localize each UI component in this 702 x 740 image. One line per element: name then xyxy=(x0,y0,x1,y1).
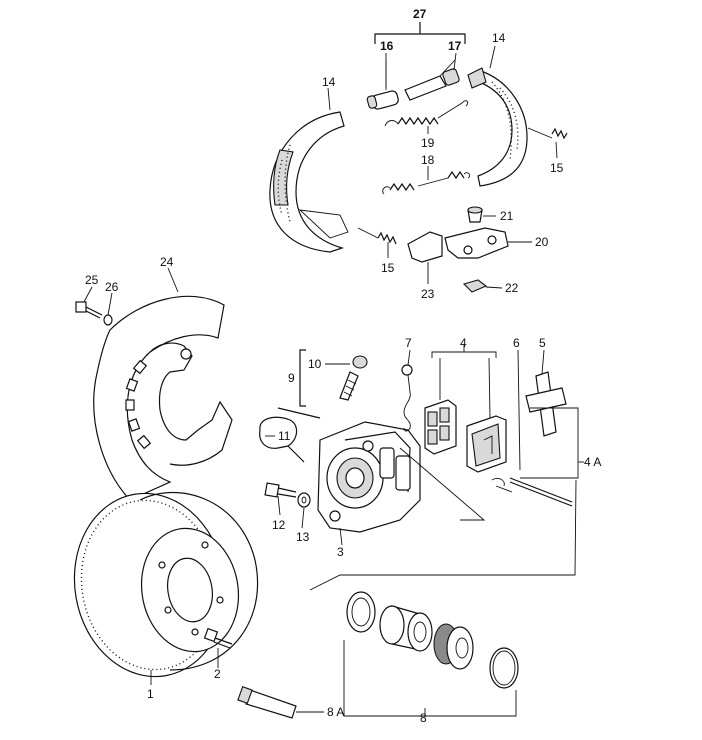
label-7: 7 xyxy=(405,336,412,350)
part-bleeder-screw xyxy=(339,371,359,401)
label-15-left: 15 xyxy=(381,261,395,275)
leader-lines xyxy=(83,45,584,717)
label-26: 26 xyxy=(105,280,119,294)
part-8-retaining-ring xyxy=(489,647,519,689)
label-4a: 4 A xyxy=(584,455,601,469)
part-8a-paste-tube xyxy=(237,686,297,719)
label-15-right: 15 xyxy=(550,161,564,175)
part-5-anti-squeal xyxy=(525,371,567,437)
label-17: 17 xyxy=(448,39,462,53)
label-20: 20 xyxy=(535,235,549,249)
part-21-cap xyxy=(467,206,483,223)
label-14-left: 14 xyxy=(322,75,336,89)
part-12-bolt xyxy=(264,482,297,498)
part-24-dust-shield xyxy=(93,295,233,501)
label-22: 22 xyxy=(505,281,519,295)
part-8-piston xyxy=(379,605,433,652)
part-11-spring-clip xyxy=(259,407,321,463)
label-16: 16 xyxy=(380,39,394,53)
part-16-adjuster xyxy=(366,90,399,110)
label-18: 18 xyxy=(421,153,435,167)
label-24: 24 xyxy=(160,255,174,269)
part-17-adjuster-screw xyxy=(404,68,460,101)
part-15-spring-left xyxy=(357,227,397,245)
label-6: 6 xyxy=(513,336,520,350)
label-9: 9 xyxy=(288,371,295,385)
part-labels: 27 16 17 14 14 19 18 15 21 20 15 24 22 2… xyxy=(85,7,601,725)
label-3: 3 xyxy=(337,545,344,559)
label-27: 27 xyxy=(413,7,427,21)
label-5: 5 xyxy=(539,336,546,350)
part-20-lever xyxy=(444,227,509,259)
label-25: 25 xyxy=(85,273,99,287)
part-8-dust-boot xyxy=(433,623,474,670)
part-7-wear-sensor xyxy=(401,364,413,432)
part-9-bleeder-bracket xyxy=(299,349,306,407)
part-6-retaining-pin xyxy=(491,477,573,507)
part-8-seal-ring xyxy=(346,591,376,633)
label-14-right: 14 xyxy=(492,31,506,45)
part-25-bolt xyxy=(75,301,103,319)
label-19: 19 xyxy=(421,136,435,150)
label-13: 13 xyxy=(296,530,310,544)
label-12: 12 xyxy=(272,518,286,532)
label-11: 11 xyxy=(278,429,291,443)
part-2-screw xyxy=(203,627,233,649)
part-10-bleeder-cap xyxy=(352,355,368,369)
label-4: 4 xyxy=(460,336,467,350)
part-18-spring xyxy=(382,170,471,195)
label-2: 2 xyxy=(214,667,221,681)
brake-shoe-left xyxy=(269,111,349,253)
part-22-clip xyxy=(462,279,488,293)
label-8a: 8 A xyxy=(327,705,344,719)
brake-shoe-right xyxy=(467,67,528,187)
label-23: 23 xyxy=(421,287,435,301)
part-19-spring xyxy=(384,100,469,127)
part-13-washer xyxy=(297,492,311,508)
label-1: 1 xyxy=(147,687,154,701)
label-8: 8 xyxy=(420,711,427,725)
part-3-caliper xyxy=(317,421,421,533)
part-15-spring-right xyxy=(527,127,568,140)
part-26-washer xyxy=(103,314,113,326)
part-1-brake-disc xyxy=(73,492,259,678)
label-10: 10 xyxy=(308,357,322,371)
part-23-plate xyxy=(407,231,443,263)
part-4-brake-pad-left xyxy=(424,399,457,455)
label-21: 21 xyxy=(500,209,514,223)
part-4-brake-pad-right xyxy=(466,415,507,473)
